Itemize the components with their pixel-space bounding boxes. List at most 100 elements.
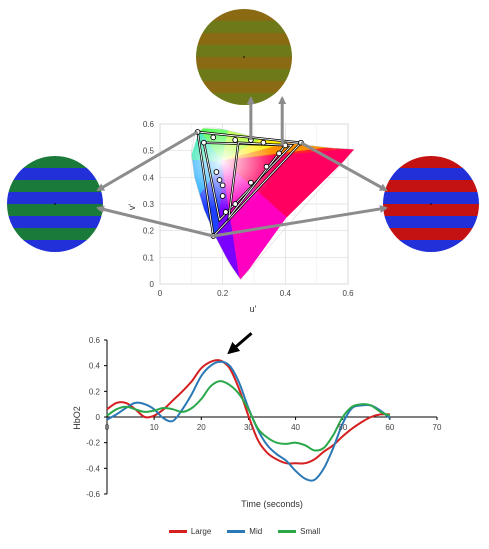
swatch-stripe [7,192,103,205]
cie-xtick: 0.6 [342,289,354,298]
cie-ytick: 0.3 [143,200,155,209]
gamut-point [248,179,254,186]
swatch-stripe [7,168,103,181]
hbo2-ytick: 0 [96,413,101,422]
cie-ytick: 0.5 [143,147,155,156]
hbo2-xlabel: Time (seconds) [241,499,303,509]
gamut-point [222,209,229,215]
swatch-stripe [7,156,103,169]
swatch-stripe [383,168,479,181]
swatch-stripe [383,228,479,241]
spectral-locus [191,127,355,280]
swatch-stripe [196,45,292,58]
hbo2-ytick: -0.4 [86,464,100,473]
swatch-stripe [383,216,479,229]
swatch-center-dot [54,203,56,205]
swatch-stripe [7,180,103,193]
hbo2-ytick: -0.6 [86,490,100,499]
cie-ytick: 0.2 [143,227,155,236]
cie-xlabel: u' [250,304,257,314]
hbo2-xtick: 10 [150,423,159,432]
cie-xtick: 0.2 [217,289,229,298]
swatch-right [383,156,479,252]
legend-item-small: Small [278,527,320,536]
gamut-point [276,150,282,157]
gamut-triangle-inner-large [197,131,302,237]
swatch-stripe [196,69,292,82]
series-line-large [106,359,390,465]
swatch-stripe [383,180,479,193]
gamut-arrow [213,205,388,238]
swatch-stripe [7,228,103,241]
hbo2-ytick: 0.2 [89,387,101,396]
hbo2-xtick: 40 [291,423,300,432]
cie-ticks: 0 0.2 0.4 0.6 0 0.1 0.2 0.3 0.4 0.5 0.6 [143,120,354,298]
hbo2-xtick: 20 [197,423,206,432]
hbo2-xtick: 50 [338,423,347,432]
swatch-stripe [196,57,292,70]
hbo2-chart: 0.6 0.4 0.2 0 -0.2 -0.4 -0.6 0 10 20 30 40 50 60 70 Ti… [72,332,442,509]
cie-ytick: 0.4 [143,173,155,182]
hbo2-ticks: 0.6 0.4 0.2 0 -0.2 -0.4 -0.6 0 10 20 30 40 50 60 70 [86,336,442,499]
swatch-stripe [383,240,479,252]
legend-swatch-large [168,529,187,533]
hbo2-xtick: 0 [105,423,110,432]
gamut-arrows [96,96,388,238]
gamut-point [201,139,207,146]
cie-ytick: 0.6 [143,120,155,129]
cie-xtick: 0.4 [280,289,292,298]
swatch-center-dot [243,56,245,58]
legend-label-small: Small [300,526,321,536]
gamut-arrow [300,141,388,192]
legend-swatch-small [278,529,297,533]
swatch-stripe [196,9,292,22]
gamut-point [219,193,226,199]
hbo2-ytick: -0.2 [86,439,100,448]
hbo2-xtick: 60 [385,423,394,432]
swatch-stripe [196,93,292,105]
gamut-point [219,182,226,189]
swatch-stripe [383,204,479,217]
swatch-stripe [383,192,479,205]
swatch-top [196,9,292,105]
hbo2-ytick: 0.4 [89,362,101,371]
hbo2-xtick: 70 [433,423,442,432]
gamut-point [210,134,217,141]
cie-ytick: 0.1 [143,253,155,262]
gamut-arrow [96,130,199,192]
legend-item-large: Large [168,526,212,536]
series-line-mid [106,360,391,482]
swatch-stripe [383,156,479,169]
swatch-stripe [196,21,292,34]
legend-label-mid: Mid [249,526,263,536]
hbo2-legend: Large Mid Small [0,524,489,538]
gamut-point [213,169,220,175]
hbo2-series [106,359,391,482]
legend-swatch-mid [227,529,246,533]
swatch-stripe [7,204,103,217]
cie-xtick: 0 [158,289,163,298]
legend-item-mid: Mid [227,527,262,536]
swatch-center-dot [430,203,432,205]
hbo2-xtick: 30 [244,423,253,432]
cie-ylabel: v' [127,204,137,211]
hbo2-ylabel: HbO2 [72,406,82,430]
gamut-point [232,201,239,207]
gamut-point [263,163,270,170]
gamut-point [216,177,223,183]
gamut-point [232,137,239,143]
hbo2-ytick: 0.6 [89,336,101,345]
cie-ytick: 0 [150,280,155,289]
swatch-left [7,156,103,252]
series-line-small [106,380,391,452]
swatch-stripe [196,81,292,94]
gamut-point [260,139,267,146]
legend-label-large: Large [190,526,212,536]
swatch-stripe [196,33,292,46]
gamut-arrow [96,205,214,238]
peak-arrow [227,332,253,355]
chromaticity-chart: 0 0.2 0.4 0.6 0 0.1 0.2 0.3 0.4 0.5 0.6 u' v' [127,120,355,314]
swatch-stripe [7,240,103,252]
swatch-stripe [7,216,103,229]
